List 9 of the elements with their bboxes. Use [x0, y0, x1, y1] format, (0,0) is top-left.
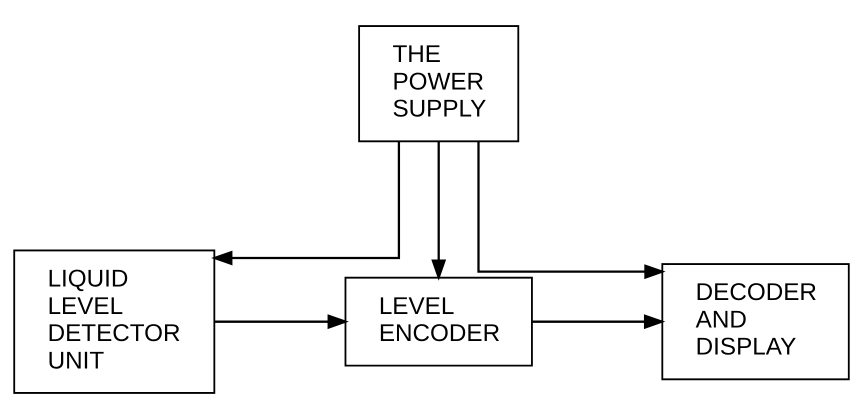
arrow — [211, 141, 400, 265]
arrow — [477, 141, 666, 279]
arrow — [532, 314, 666, 329]
node-box: DECODER AND DISPLAY — [661, 262, 850, 380]
node-box: LIQUID LEVEL DETECTOR UNIT — [13, 249, 216, 394]
arrow — [214, 314, 349, 329]
node-box: THE POWER SUPPLY — [358, 24, 520, 142]
node-box: LEVEL ENCODER — [344, 276, 533, 366]
arrow — [431, 140, 446, 280]
